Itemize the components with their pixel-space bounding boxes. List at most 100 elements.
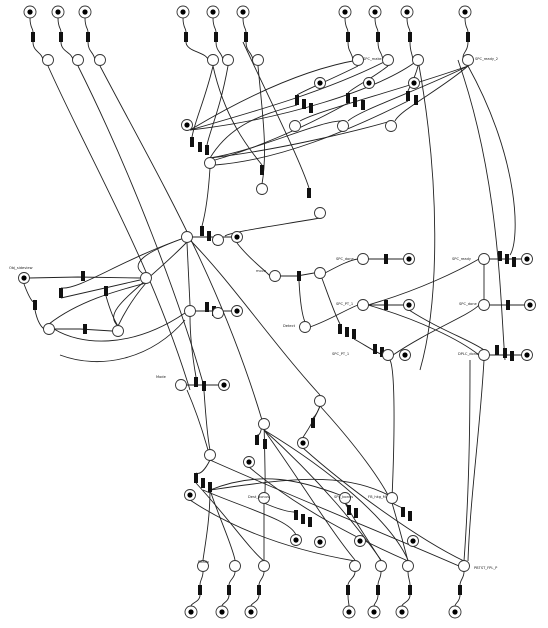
arc-28 xyxy=(212,65,263,166)
transition-49 xyxy=(495,345,499,355)
arc-49 xyxy=(55,328,113,332)
transition-5 xyxy=(214,32,218,42)
place-16 xyxy=(252,54,264,66)
arc-45 xyxy=(457,59,506,361)
transition-28 xyxy=(83,324,87,334)
place-12 xyxy=(72,54,84,66)
label-bottom-e: PBTST_FPL_P xyxy=(474,566,498,570)
place-token-67 xyxy=(293,537,299,543)
place-14 xyxy=(207,54,219,66)
arc-62 xyxy=(60,236,188,289)
place-73 xyxy=(258,560,270,572)
transition-24 xyxy=(81,271,85,281)
transition-34 xyxy=(194,377,198,387)
label-right-c: SPC_PT_1 xyxy=(336,302,353,306)
arc-95 xyxy=(202,489,297,536)
transition-53 xyxy=(263,439,267,449)
transition-26 xyxy=(59,288,63,298)
place-47 xyxy=(357,253,369,265)
transition-27 xyxy=(33,300,37,310)
place-19 xyxy=(412,54,424,66)
arc-75 xyxy=(309,304,359,328)
transition-42 xyxy=(352,329,356,339)
transition-43 xyxy=(373,344,377,354)
arc-32 xyxy=(299,65,469,122)
transition-18 xyxy=(309,103,313,113)
transition-6 xyxy=(244,32,248,42)
arc-106 xyxy=(347,594,350,607)
transition-22 xyxy=(406,91,410,101)
arc-87 xyxy=(186,389,209,451)
label-right-d: SPC_done xyxy=(459,302,478,306)
arc-118 xyxy=(248,466,409,562)
place-token-81 xyxy=(346,609,352,615)
place-20 xyxy=(462,54,474,66)
place-32 xyxy=(140,272,152,284)
arc-63 xyxy=(113,241,188,327)
transition-19 xyxy=(346,93,350,103)
transition-15 xyxy=(307,188,311,198)
arc-123 xyxy=(389,359,395,499)
arc-102 xyxy=(459,571,465,586)
place-token-39 xyxy=(234,308,240,314)
arc-9 xyxy=(406,17,411,33)
place-57 xyxy=(478,349,490,361)
transitions-layer xyxy=(31,32,516,595)
arc-3 xyxy=(84,17,89,33)
arc-93 xyxy=(209,478,341,496)
place-24 xyxy=(314,207,326,219)
transition-59 xyxy=(308,517,312,527)
arc-55 xyxy=(59,319,186,363)
place-token-6 xyxy=(240,9,246,15)
transition-4 xyxy=(184,32,188,42)
transition-8 xyxy=(376,32,380,42)
arc-6 xyxy=(242,17,247,33)
transition-50 xyxy=(503,348,507,358)
place-25 xyxy=(289,120,301,132)
arc-105 xyxy=(250,594,260,607)
place-41 xyxy=(175,379,187,391)
arc-61 xyxy=(137,236,188,279)
transition-36 xyxy=(297,271,301,281)
label-right-f: DPLC_done xyxy=(458,352,479,356)
arc-108 xyxy=(401,594,411,607)
arc-13 xyxy=(87,41,96,61)
arc-27 xyxy=(242,41,310,189)
arc-2 xyxy=(57,17,62,33)
label-bottom-b: Dest_bonus xyxy=(248,495,269,499)
label-right-b: SPC_ready xyxy=(452,257,472,261)
arc-85 xyxy=(392,304,480,356)
label-left-side: Obj_sideview xyxy=(9,266,33,270)
arc-109 xyxy=(454,594,461,607)
place-22 xyxy=(204,157,216,169)
arc-56 xyxy=(186,242,191,306)
transition-35 xyxy=(202,381,206,391)
arc-101 xyxy=(407,571,411,586)
arc-14 xyxy=(185,41,209,61)
arc-126 xyxy=(319,405,389,496)
place-75 xyxy=(375,560,387,572)
place-token-42 xyxy=(221,382,227,388)
transition-23 xyxy=(414,95,418,105)
transition-9 xyxy=(408,32,412,42)
transition-57 xyxy=(294,510,298,520)
place-token-62 xyxy=(300,440,306,446)
arc-125 xyxy=(467,359,485,562)
arc-25 xyxy=(206,65,229,146)
transition-41 xyxy=(345,327,349,337)
label-mid-a: move xyxy=(256,269,267,273)
transition-30 xyxy=(207,231,211,241)
place-token-4 xyxy=(180,9,186,15)
arc-21 xyxy=(47,65,191,391)
label-bottom-a: Ready xyxy=(198,560,210,564)
place-51 xyxy=(382,349,394,361)
place-71 xyxy=(197,560,209,572)
transition-2 xyxy=(59,32,63,42)
place-token-7 xyxy=(342,9,348,15)
arc-46 xyxy=(28,276,141,279)
place-37 xyxy=(212,234,224,246)
transition-69 xyxy=(408,585,412,595)
arc-39 xyxy=(189,59,389,131)
arc-90 xyxy=(263,502,295,513)
place-token-9 xyxy=(404,9,410,15)
